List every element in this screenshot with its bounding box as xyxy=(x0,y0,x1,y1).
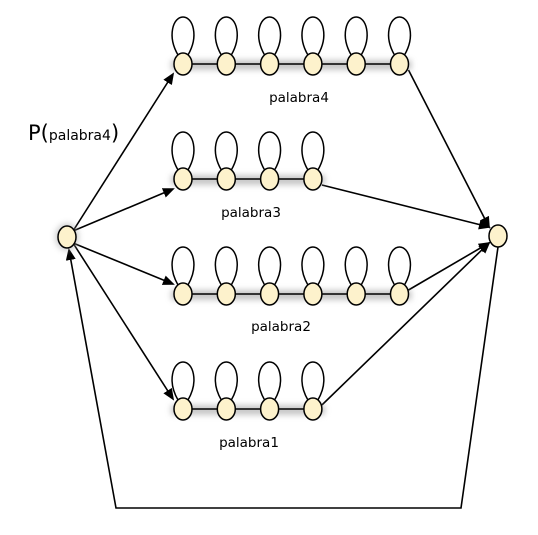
chain-label-palabra4: palabra4 xyxy=(269,90,329,106)
chain-palabra1 xyxy=(171,361,325,421)
edge-palabra2-to-end xyxy=(408,241,491,291)
state-node xyxy=(257,246,282,306)
edge-palabra1-to-end xyxy=(321,241,491,406)
state-node xyxy=(171,131,195,191)
end-node xyxy=(488,224,508,248)
chain-label-palabra2: palabra2 xyxy=(251,319,311,335)
state-node xyxy=(257,361,282,421)
edges xyxy=(65,69,499,509)
edge-start-to-palabra2 xyxy=(72,242,175,285)
edge-palabra4-to-end xyxy=(407,69,490,229)
chain-labels: palabra4 palabra3 palabra2 palabra1 xyxy=(219,90,329,451)
state-node xyxy=(301,361,325,421)
state-node xyxy=(171,246,195,306)
start-node xyxy=(55,223,79,251)
state-node xyxy=(344,16,368,76)
state-node xyxy=(387,246,412,306)
state-node xyxy=(171,361,195,421)
edge-palabra3-to-end xyxy=(321,184,491,230)
state-node xyxy=(257,16,282,76)
edge-start-to-palabra4 xyxy=(72,72,175,232)
chains xyxy=(171,16,412,421)
state-node xyxy=(171,16,195,76)
chain-palabra2 xyxy=(171,246,412,306)
state-node xyxy=(257,131,282,191)
chain-label-palabra1: palabra1 xyxy=(219,435,279,451)
state-node xyxy=(344,246,368,306)
state-node xyxy=(214,131,238,191)
probability-label: P(palabra4) xyxy=(28,121,119,145)
state-node xyxy=(214,361,238,421)
chain-label-palabra3: palabra3 xyxy=(221,205,281,221)
state-node xyxy=(301,131,325,191)
state-node xyxy=(214,246,238,306)
chain-palabra3 xyxy=(171,131,325,191)
state-node xyxy=(301,246,325,306)
state-node xyxy=(214,16,238,76)
state-node xyxy=(387,16,412,76)
edge-start-to-palabra1 xyxy=(72,242,175,401)
edge-feedback-loop xyxy=(65,246,499,509)
chain-palabra4 xyxy=(171,16,412,76)
edge-start-to-palabra3 xyxy=(72,188,175,232)
state-node xyxy=(301,16,325,76)
